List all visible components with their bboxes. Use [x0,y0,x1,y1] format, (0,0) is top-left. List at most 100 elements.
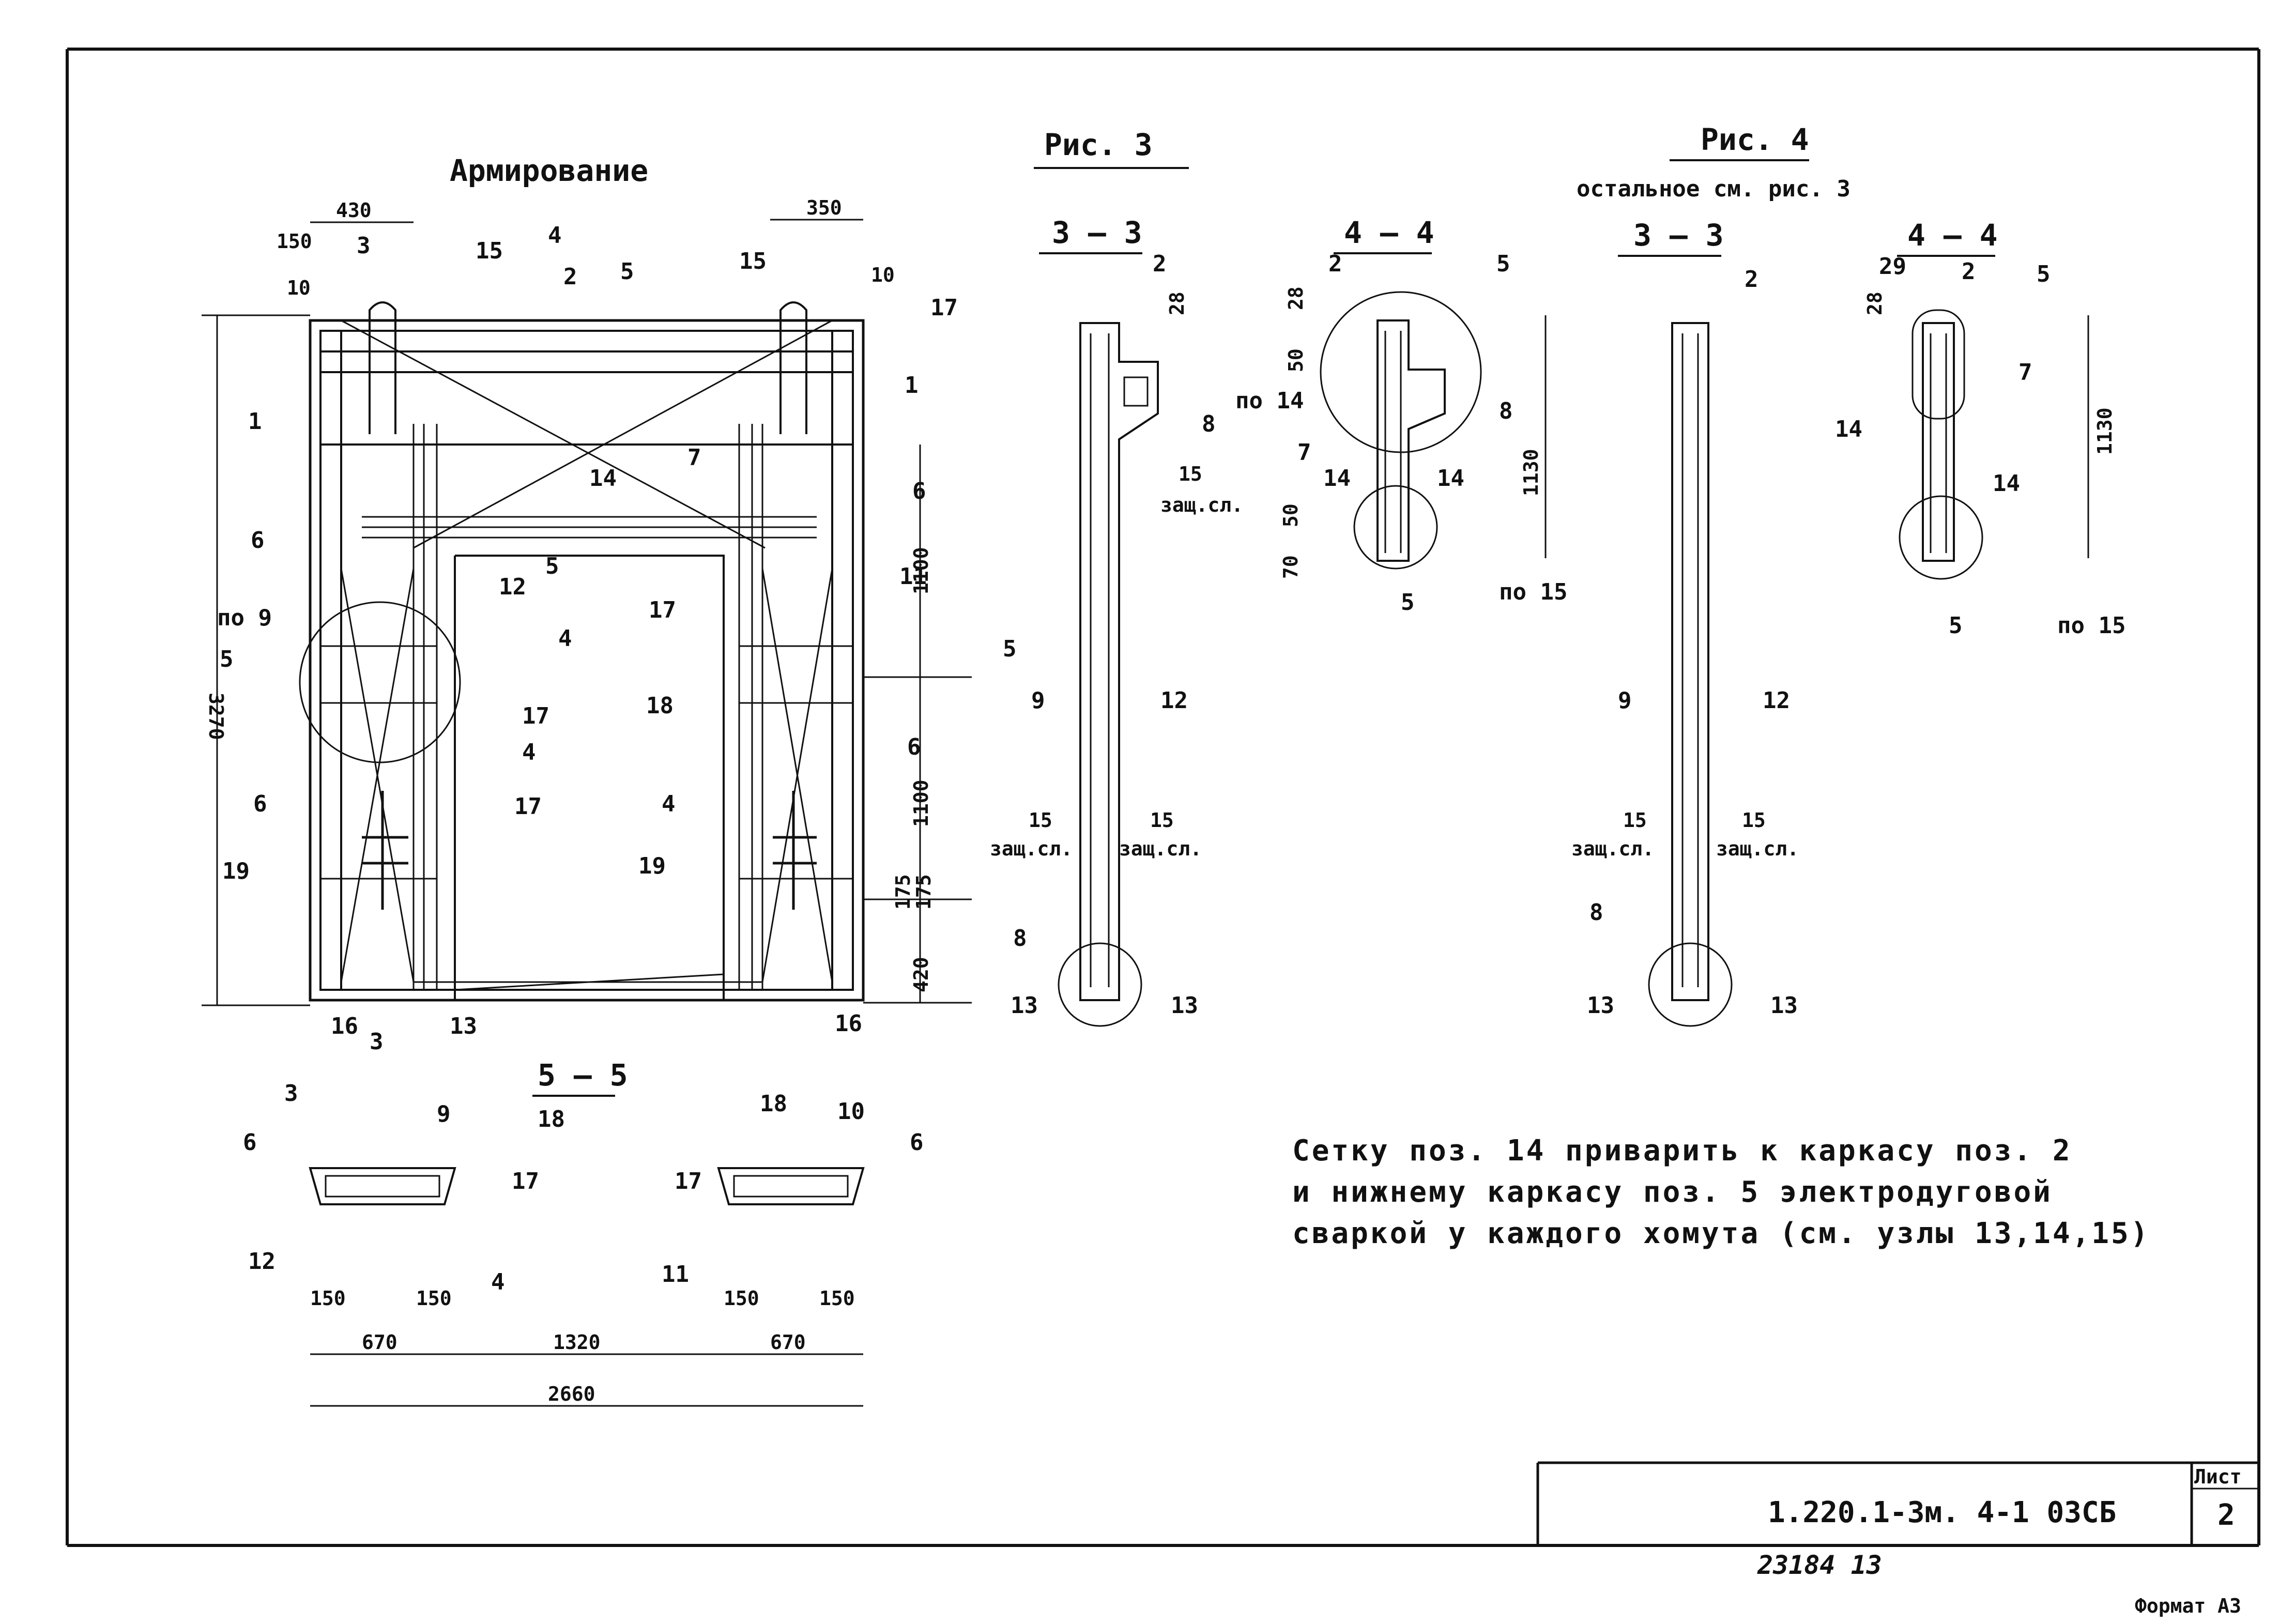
fig3-s44-dim-28: 28 [1284,286,1307,310]
label-19-right: 19 [638,853,666,879]
label-17-top: 17 [930,295,958,321]
label-17-s55-left: 17 [512,1168,539,1194]
fig3-s44-po15: по 15 [1499,579,1567,605]
dim-3270: 3270 [205,693,227,740]
dim-150-s55-a: 150 [310,1287,346,1310]
dim-150-s55-b: 150 [416,1287,452,1310]
title-fig4-sub: остальное см. рис. 3 [1577,176,1851,202]
label-5-left: 5 [220,646,234,672]
fig4-s44-label-14-right: 14 [1993,470,2020,497]
fig3-s44-label-8: 8 [1499,398,1513,424]
fig4-s33-label-13-left: 13 [1587,992,1614,1019]
label-12-elev: 12 [499,574,526,600]
stamp-format: Формат А3 [2135,1595,2241,1617]
label-17-bot: 17 [514,793,542,820]
label-6-left-bot: 6 [253,791,267,817]
fig3-label-12: 12 [1160,687,1188,714]
label-5-top: 5 [620,258,634,285]
label-18-elev: 18 [646,693,674,719]
fig4-zash-15-right: 15 [1742,809,1766,832]
label-17-s55-right: 17 [675,1168,702,1194]
label-18-s55-left: 18 [538,1106,565,1132]
label-11-elev: 11 [899,563,927,590]
label-16-right: 16 [835,1010,862,1037]
label-4-top: 4 [548,222,562,249]
label-17-mid-left: 17 [522,703,549,729]
fig3-label-8-top: 8 [1202,411,1216,437]
label-15-right: 15 [739,248,767,274]
fig4-s44-label-5-top: 5 [2037,261,2051,287]
fig3-zash-right: защ.сл. [1119,837,1202,860]
dim-670-right: 670 [770,1331,806,1354]
fig3-zash-15-left: 15 [1029,809,1052,832]
label-5-right: 5 [1003,636,1017,662]
note-line-1: Сетку поз. 14 приварить к каркасу поз. 2 [1292,1134,2072,1168]
dim-10-right: 10 [871,264,895,286]
label-1-left: 1 [248,408,262,435]
fig3-zash-15-right: 15 [1150,809,1174,832]
fig4-s44-dim-28: 28 [1863,292,1886,315]
fig3-s44-label-14-right: 14 [1437,465,1464,492]
dim-150: 150 [277,230,312,253]
fig3-s44-label-14-left: 14 [1323,465,1351,492]
fig3-zash-left: защ.сл. [990,837,1073,860]
label-13-elev: 13 [450,1013,477,1039]
label-14-elev: 14 [589,465,617,492]
label-po9: по 9 [217,605,272,631]
fig4-s33-label-8: 8 [1589,899,1603,926]
fig4-s33-label-13-right: 13 [1770,992,1798,1019]
dim-1100-lower: 1100 [910,779,932,827]
label-6-right-bot: 6 [907,734,921,760]
label-4-right-leg: 4 [662,791,676,817]
label-7-elev: 7 [687,445,701,471]
fig4-s44-label-29: 29 [1879,253,1906,280]
note-line-3: сваркой у каждого хомута (см. узлы 13,14… [1292,1217,2150,1250]
dim-430: 430 [336,199,372,222]
label-12-s55: 12 [248,1248,276,1275]
section-5-5-title: 5 — 5 [538,1058,628,1093]
fig4-zash-right: защ.сл. [1716,837,1799,860]
fig3-zash-15-top: 15 [1179,463,1202,485]
label-9-s55: 9 [437,1101,451,1127]
label-4-left-leg: 4 [522,739,536,765]
label-11-s55: 11 [662,1261,689,1288]
fig4-zash-left: защ.сл. [1571,837,1654,860]
fig4-s44-dim-1130: 1130 [2093,407,2116,455]
stamp-inventory: 23184 13 [1757,1550,1882,1580]
fig3-label-2: 2 [1153,251,1167,277]
fig4-s44-title: 4 — 4 [1907,218,1998,253]
fig4-section-4-4: 4 — 4 29 2 5 28 7 14 14 1130 5 по 15 [1835,218,2125,639]
label-17-mid-right: 17 [649,597,676,623]
fig4-s44-label-5-bot: 5 [1949,612,1963,639]
label-16-left: 16 [331,1013,358,1039]
fig4-s33-label-9: 9 [1618,687,1632,714]
fig3-dim-28: 28 [1166,292,1188,315]
note-line-2: и нижнему каркасу поз. 5 электродуговой [1292,1175,2053,1209]
dim-175-a: 175 [892,874,914,910]
fig3-label-13-right: 13 [1171,992,1198,1019]
label-6-right-top: 6 [912,478,926,504]
fig3-s44-dim-50-low: 50 [1279,503,1302,527]
label-1-right: 1 [905,372,919,399]
title-fig3: Рис. 3 [1044,127,1153,162]
fig4-s33-title: 3 — 3 [1633,218,1724,253]
title-block: 1.220.1-3м. 4-1 03СБ Лист 2 23184 13 Фор… [1536,1461,2259,1617]
label-6-s55-left: 6 [243,1129,257,1156]
sheet-frame [66,48,2260,1547]
fig3-s44-label-2: 2 [1328,251,1342,277]
elevation-labels: 3 3 4 4 5 5 5 5 15 15 2 17 1 1 14 7 6 6 … [217,222,1017,1055]
fig3-label-13-left: 13 [1011,992,1038,1019]
fig3-section-3-3: 3 — 3 2 28 8 15 защ.сл. 9 12 15 защ.сл. … [990,215,1243,1027]
fig4-s44-po15: по 15 [2057,612,2125,639]
label-6-left-top: 6 [251,527,265,554]
label-3-top: 3 [357,233,371,259]
fig3-s44-label-5-bot: 5 [1401,589,1415,616]
fig3-zash-top: защ.сл. [1160,494,1243,516]
fig4-section-3-3: 3 — 3 2 9 12 15 защ.сл. 15 защ.сл. 8 13 … [1571,218,1799,1027]
fig3-s33-title: 3 — 3 [1052,215,1142,250]
label-4-s55: 4 [491,1269,505,1295]
fig3-s44-label-7: 7 [1297,439,1311,466]
dim-1320: 1320 [553,1331,601,1354]
dim-420: 420 [910,957,932,992]
fig4-zash-15-left: 15 [1623,809,1647,832]
